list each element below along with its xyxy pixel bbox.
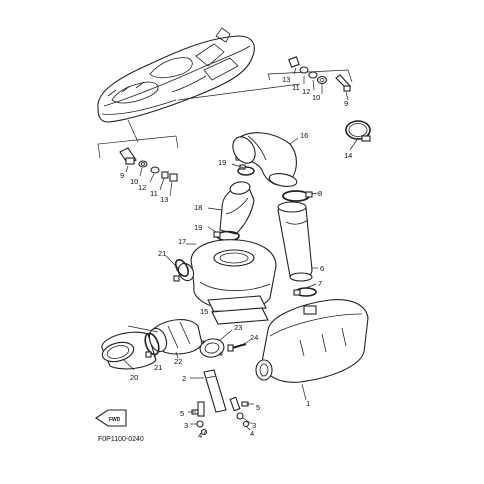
joint-hose-part-22 xyxy=(148,319,203,355)
label-part-13-left: 13 xyxy=(160,195,168,204)
clamp-part-7 xyxy=(293,287,317,297)
label-part-10-right: 10 xyxy=(312,93,320,102)
bracket-hardware-left xyxy=(191,401,208,436)
bracket-line-top xyxy=(177,83,301,101)
clamp-part-14 xyxy=(345,120,371,142)
label-part-10-left: 10 xyxy=(130,177,138,186)
label-part-7: 7 xyxy=(318,279,322,288)
hardware-left xyxy=(119,147,178,182)
label-part-5-right: 5 xyxy=(256,403,260,412)
label-part-15: 15 xyxy=(200,307,208,316)
label-part-24: 24 xyxy=(250,333,258,342)
label-part-19-upper: 19 xyxy=(218,158,226,167)
hose-part-20 xyxy=(101,331,157,370)
clamp-part-19-lower xyxy=(213,230,240,242)
damper-part-15 xyxy=(207,295,269,325)
label-part-8: 8 xyxy=(318,189,322,198)
forward-arrow-icon: FWD xyxy=(95,409,127,427)
clamp-part-8 xyxy=(282,190,313,202)
leader-lines xyxy=(123,67,359,435)
band-part-2 xyxy=(203,369,227,413)
water-lock-part-17 xyxy=(177,239,277,311)
label-part-16: 16 xyxy=(300,131,308,140)
label-part-20: 20 xyxy=(130,373,138,382)
label-part-9-left: 9 xyxy=(120,171,124,180)
clamp-part-21-upper xyxy=(173,259,190,282)
label-part-18: 18 xyxy=(194,203,202,212)
hose-part-6 xyxy=(277,201,313,282)
label-part-17: 17 xyxy=(178,237,186,246)
label-part-12-left: 12 xyxy=(138,183,146,192)
label-part-14: 14 xyxy=(344,151,352,160)
label-part-4-left: 4 xyxy=(198,431,202,440)
label-part-9-right: 9 xyxy=(344,99,348,108)
watercraft-illustration xyxy=(97,27,255,123)
bracket-left xyxy=(97,135,179,159)
elbow-part-18 xyxy=(219,181,255,235)
clamp-part-21-lower xyxy=(144,332,160,358)
label-part-11-left: 11 xyxy=(150,189,158,198)
label-part-11-right: 11 xyxy=(292,83,300,92)
muffler-part-1 xyxy=(255,299,369,383)
bracket-drop-left xyxy=(127,119,139,143)
label-part-19-lower: 19 xyxy=(194,223,202,232)
bolt-part-24 xyxy=(227,343,247,352)
label-part-3-right: 3 xyxy=(252,421,256,430)
label-part-13-right: 13 xyxy=(282,75,290,84)
label-part-3-left: 3 xyxy=(184,421,188,430)
hardware-upper-right xyxy=(288,56,351,92)
label-part-22: 22 xyxy=(174,357,182,366)
label-part-2: 2 xyxy=(182,374,186,383)
fwd-label: FWD xyxy=(109,417,121,423)
bracket-hardware-right xyxy=(229,396,250,428)
gasket-part-23 xyxy=(199,338,225,358)
label-part-12-right: 12 xyxy=(302,87,310,96)
label-part-21-lower: 21 xyxy=(154,363,162,372)
diagram-code: F0P1100-0240 xyxy=(98,436,144,443)
label-part-23: 23 xyxy=(234,323,242,332)
label-part-1: 1 xyxy=(306,399,310,408)
label-part-21-upper: 21 xyxy=(158,249,166,258)
label-part-4-right: 4 xyxy=(250,429,254,438)
pipe-part-16 xyxy=(232,132,298,187)
label-part-6: 6 xyxy=(320,264,324,273)
label-part-5-left: 5 xyxy=(180,409,184,418)
